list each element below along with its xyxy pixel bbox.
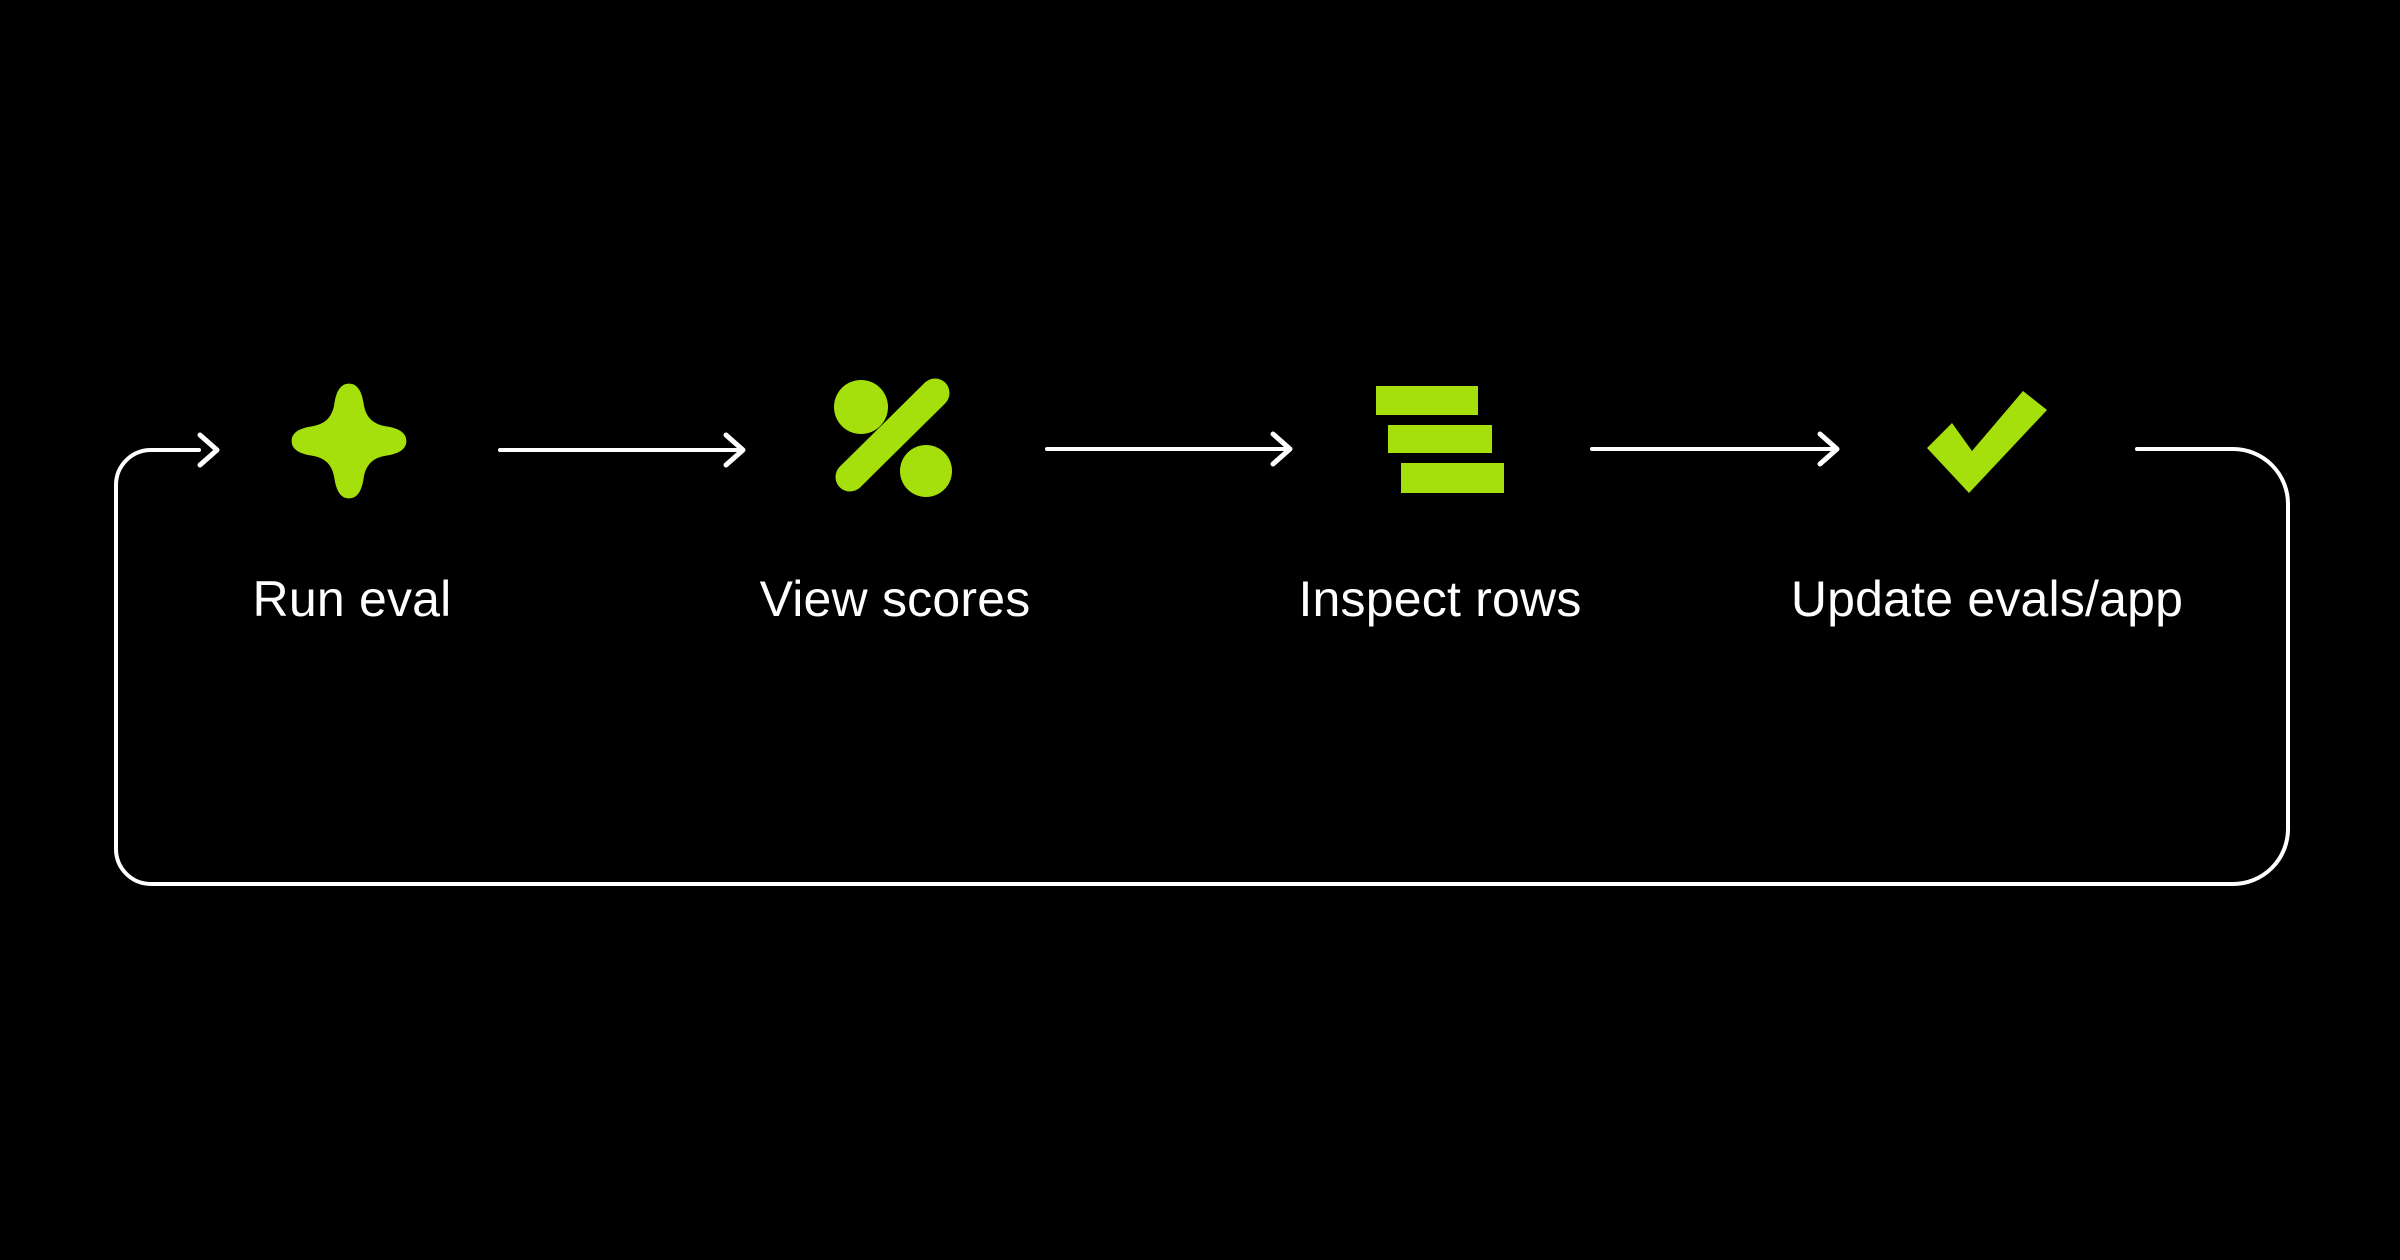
step-label-update-evals-app: Update evals/app — [1790, 571, 2184, 627]
step-label-inspect-rows: Inspect rows — [1298, 571, 1582, 627]
arrow-rows-to-update — [1590, 431, 1840, 467]
arrow-run-to-scores — [498, 432, 746, 468]
step-label-run-eval: Run eval — [252, 571, 452, 627]
percent-icon — [834, 378, 952, 497]
check-icon — [1927, 391, 2047, 493]
arrow-scores-to-rows — [1045, 431, 1293, 467]
step-label-view-scores: View scores — [759, 571, 1031, 627]
loop-arrow — [114, 432, 2290, 886]
sparkle-icon — [291, 383, 407, 499]
rows-icon — [1376, 386, 1504, 493]
